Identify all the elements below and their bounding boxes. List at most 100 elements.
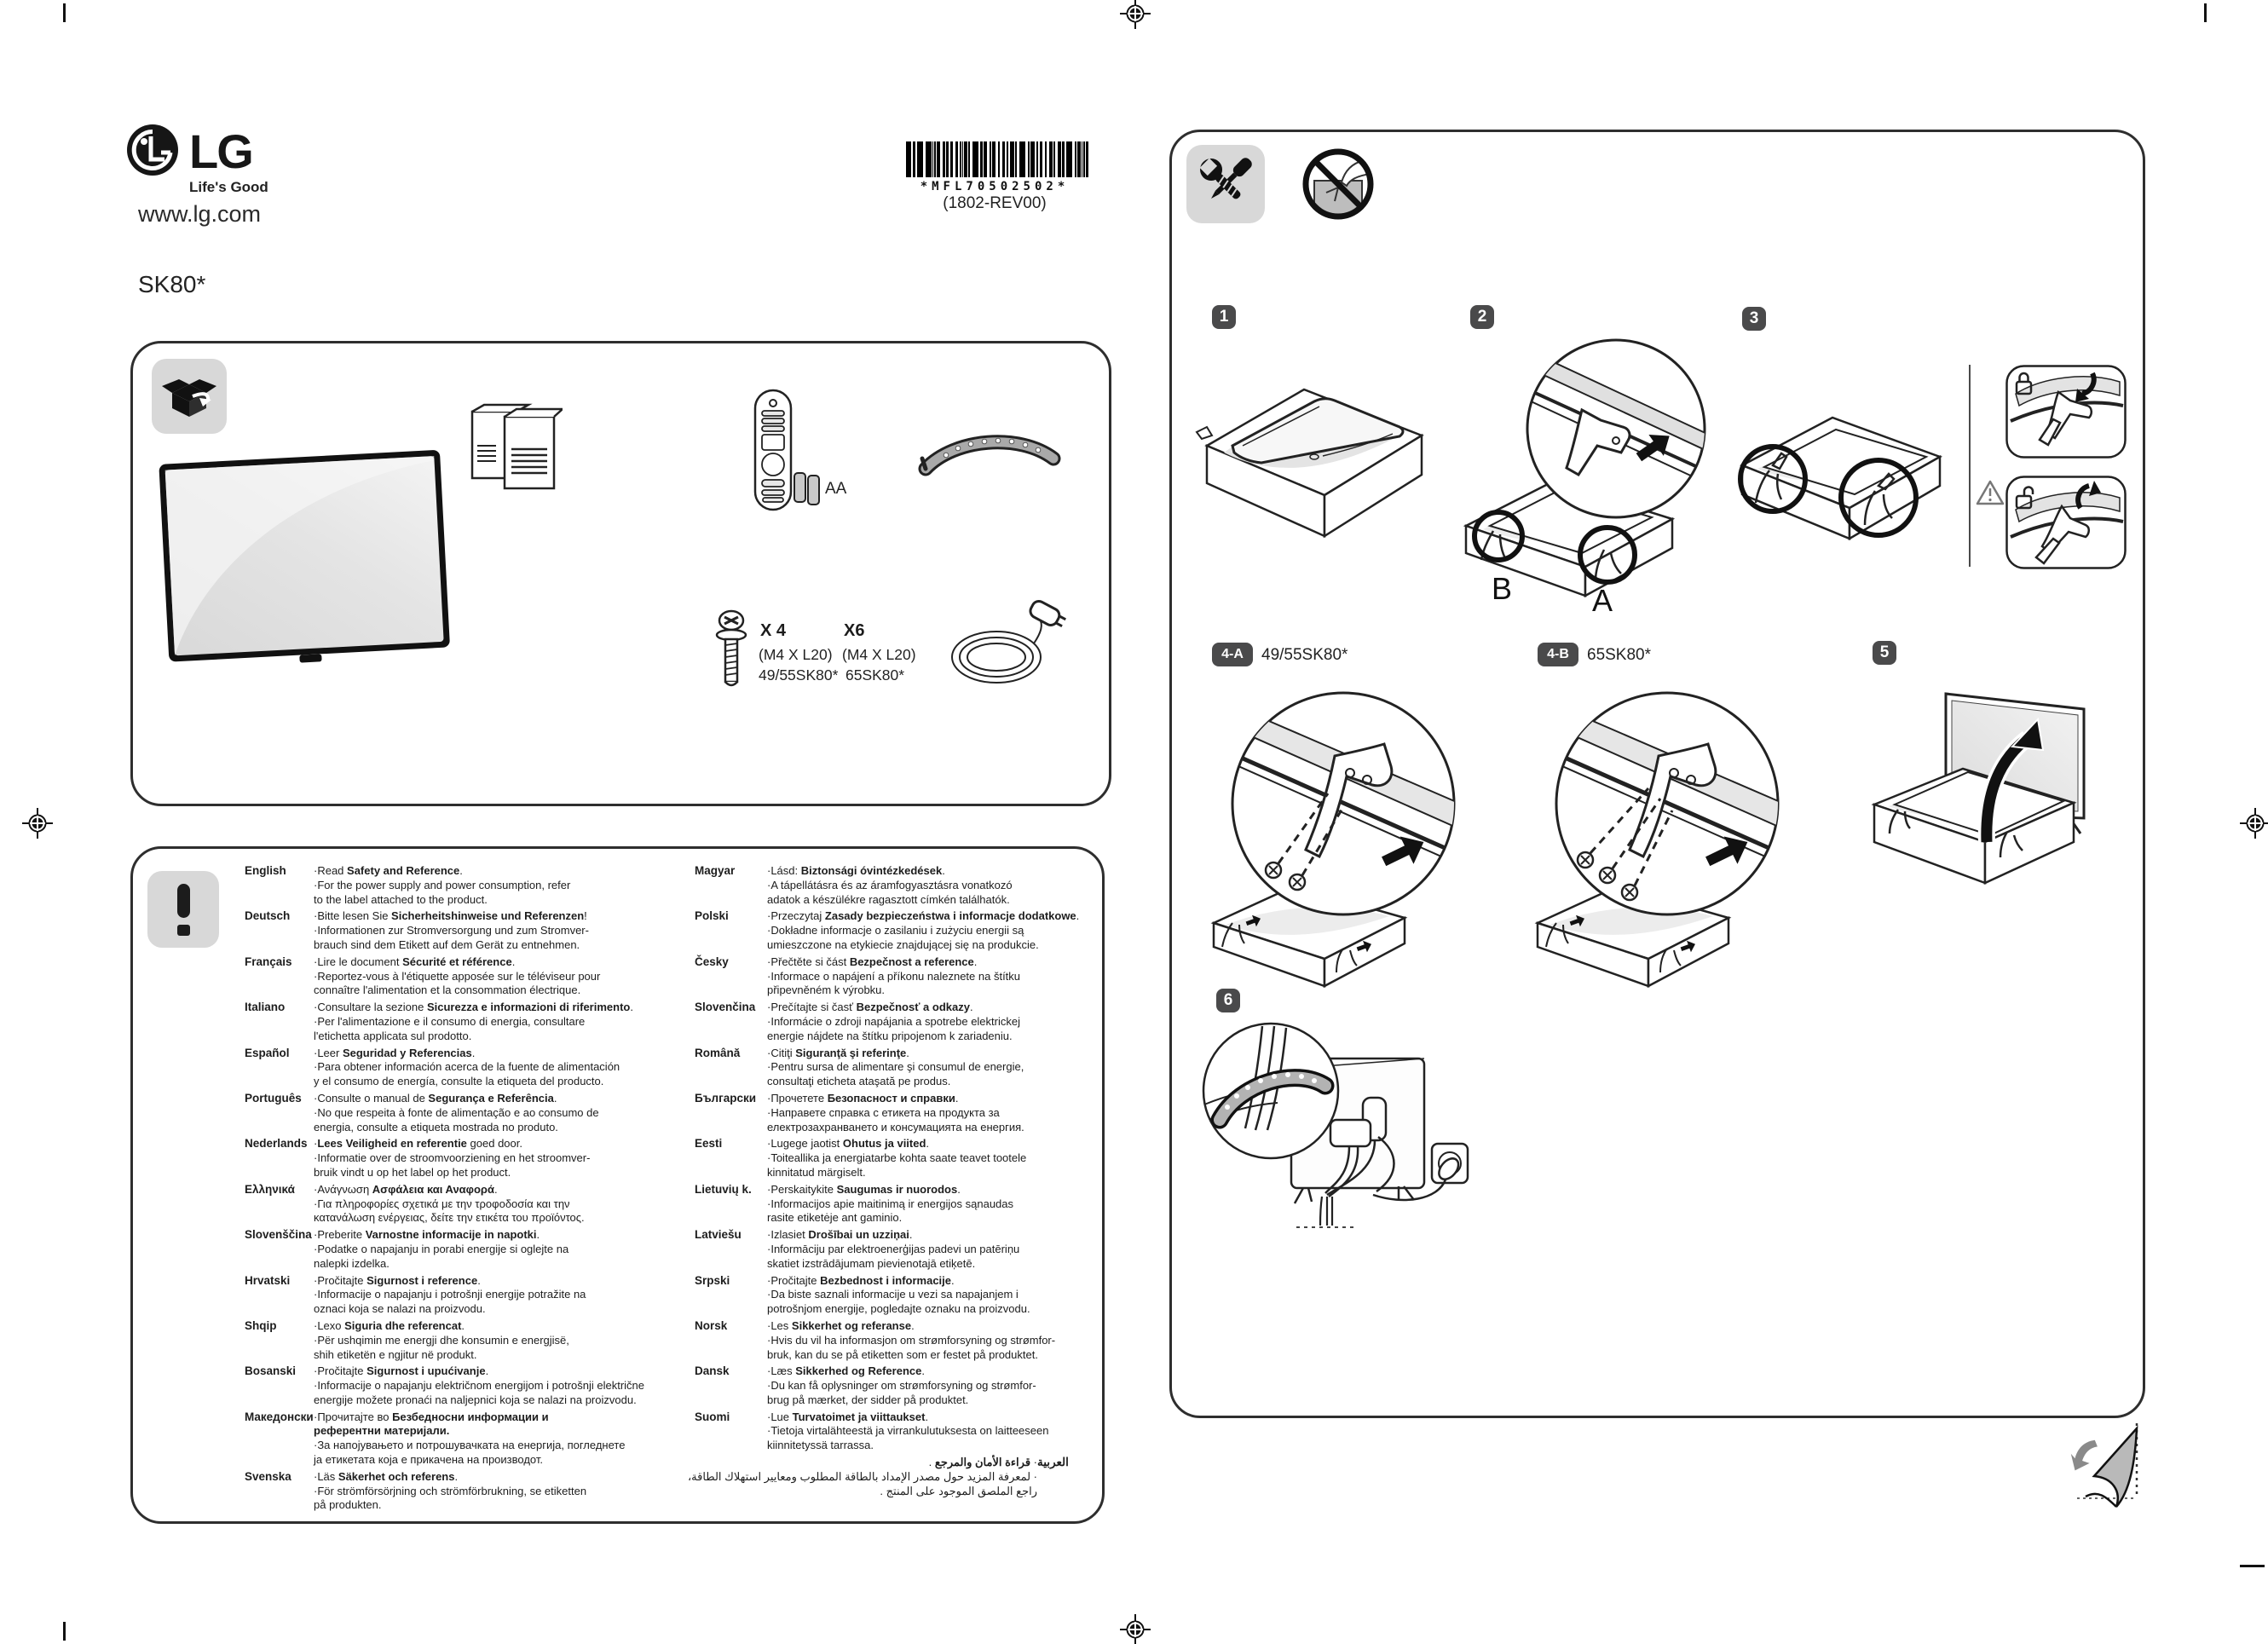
barcode-code: *MFL70502502* bbox=[920, 180, 1070, 193]
do-not-press-screen-icon bbox=[1302, 148, 1374, 220]
language-name: Български bbox=[695, 1091, 757, 1105]
step-1-illustration bbox=[1195, 388, 1424, 539]
language-notice-text: ·Citiţi Siguranţă şi referinţe.·Pentru s… bbox=[767, 1046, 1024, 1088]
language-notice-text: ·Прочетете Безопасност и справки.·Направ… bbox=[767, 1091, 1024, 1133]
step-6-badge: 6 bbox=[1216, 989, 1240, 1012]
language-name: Dansk bbox=[695, 1364, 730, 1378]
language-notice-text: ·Preberite Varnostne informacije in napo… bbox=[314, 1228, 569, 1270]
language-notice-text: ·Læs Sikkerhed og Reference.·Du kan få o… bbox=[767, 1364, 1036, 1406]
language-row: Eesti·Lugege jaotist Ohutus ja viited.·T… bbox=[695, 1137, 1097, 1180]
battery-size-label: AA bbox=[825, 480, 847, 498]
remote-icon bbox=[753, 389, 820, 511]
registration-mark-icon bbox=[22, 808, 53, 839]
warning-triangle-icon bbox=[1976, 480, 2005, 505]
language-name: العربية bbox=[1037, 1456, 1069, 1469]
language-name: Română bbox=[695, 1046, 741, 1059]
language-row: Română ·Citiţi Siguranţă şi referinţe.·Pe… bbox=[695, 1047, 1097, 1089]
language-notice-text: ·Prečítajte si časť Bezpečnosť a odkazy.… bbox=[767, 1001, 1020, 1042]
lg-face-logo-icon bbox=[127, 124, 178, 176]
barcode-revision: (1802-REV00) bbox=[943, 194, 1047, 212]
step-4a-badge: 4-A bbox=[1212, 643, 1253, 666]
step-5-illustration bbox=[1871, 692, 2086, 885]
lock-closed-icon bbox=[2015, 372, 2033, 395]
step-4b-model: 65SK80* bbox=[1587, 646, 1652, 664]
power-cord-icon bbox=[951, 599, 1066, 684]
trim-mark bbox=[63, 1622, 66, 1641]
brand-wordmark: LG bbox=[189, 124, 254, 178]
screw-spec-b: (M4 X L20) bbox=[842, 646, 916, 663]
language-row: Български ·Прочетете Безопасност и справк… bbox=[695, 1092, 1097, 1134]
brand-block: LG Life's Good bbox=[126, 124, 268, 196]
step-3-badge: 3 bbox=[1742, 307, 1766, 331]
step-2-illustration: B A bbox=[1463, 338, 1706, 614]
screw-glyph bbox=[1576, 851, 1639, 902]
language-name: Svenska bbox=[245, 1469, 291, 1483]
language-name: Slovenščina bbox=[245, 1228, 312, 1242]
model-name: SK80* bbox=[138, 271, 206, 297]
page-turn-icon bbox=[2070, 1423, 2138, 1508]
language-notice-text: ·Lásd: Biztonsági óvintézkedések.·A tápe… bbox=[767, 864, 1013, 906]
cable-holder-icon bbox=[918, 435, 1061, 476]
language-row: Hrvatski·Pročitajte Sigurnost i referenc… bbox=[245, 1274, 692, 1317]
language-row: Norsk·Les Sikkerhet og referanse.·Hvis d… bbox=[695, 1319, 1097, 1362]
stand-label-b: B bbox=[1492, 571, 1512, 606]
language-row: Ελληνικά·Ανάγνωση Ασφάλεια και Αναφορά.·… bbox=[245, 1183, 692, 1226]
language-row: Latviešu·Izlasiet Drošībai un uzziņai.·I… bbox=[695, 1228, 1097, 1271]
language-row: Slovenščina·Preberite Varnostne informac… bbox=[245, 1228, 692, 1271]
language-notice-text: ·Прочитајте во Безбедносни информации и … bbox=[314, 1410, 626, 1467]
website-url: www.lg.com bbox=[138, 201, 262, 227]
language-row: Svenska·Läs Säkerhet och referens.·För s… bbox=[245, 1470, 692, 1513]
language-row: Suomi ·Lue Turvatoimet ja viittaukset.·Ti… bbox=[695, 1410, 1097, 1453]
barcode bbox=[906, 141, 1088, 177]
language-name: Polski bbox=[695, 909, 729, 923]
language-notice-text: ·Pročitajte Sigurnost i reference.·Infor… bbox=[314, 1273, 586, 1316]
step-6-illustration bbox=[1202, 1022, 1469, 1228]
language-table-left: English ·Read Safety and Reference.·For t… bbox=[245, 864, 692, 1515]
language-notice-text: ·Przeczytaj Zasady bezpieczeństwa i info… bbox=[767, 909, 1080, 951]
step-1-badge: 1 bbox=[1212, 305, 1236, 329]
language-row: Português·Consulte o manual de Segurança… bbox=[245, 1092, 692, 1134]
screw-models-b: 65SK80* bbox=[845, 666, 905, 684]
language-name: Shqip bbox=[245, 1318, 277, 1332]
trim-mark bbox=[2204, 3, 2207, 22]
language-name: Česky bbox=[695, 955, 729, 968]
stand-label-a: A bbox=[1592, 583, 1613, 614]
language-name: Français bbox=[245, 955, 292, 968]
language-name: Suomi bbox=[695, 1410, 730, 1423]
language-notice-text: ·Pročitajte Sigurnost i upućivanje.·Info… bbox=[314, 1364, 645, 1406]
exclamation-icon bbox=[147, 871, 219, 948]
step-4b-badge: 4-B bbox=[1538, 643, 1578, 666]
trim-mark bbox=[2240, 1565, 2265, 1567]
step-3-divider bbox=[1969, 365, 1971, 567]
language-row: English ·Read Safety and Reference.·For t… bbox=[245, 864, 692, 907]
registration-mark-icon bbox=[2240, 808, 2268, 839]
language-name: Lietuvių k. bbox=[695, 1182, 752, 1196]
language-row: Italiano·Consultare la sezione Sicurezza… bbox=[245, 1001, 692, 1043]
screw-icon bbox=[715, 609, 747, 687]
language-row: Magyar ·Lásd: Biztonsági óvintézkedések.·… bbox=[695, 864, 1097, 907]
language-name: Magyar bbox=[695, 864, 736, 877]
language-row: Polski ·Przeczytaj Zasady bezpieczeństwa … bbox=[695, 909, 1097, 952]
language-notice-text: ·Les Sikkerhet og referanse.·Hvis du vil… bbox=[767, 1318, 1056, 1361]
brand-tagline: Life's Good bbox=[189, 179, 268, 195]
language-row: Lietuvių k.·Perskaitykite Saugumas ir nu… bbox=[695, 1183, 1097, 1226]
language-row: Français·Lire le document Sécurité et ré… bbox=[245, 955, 692, 998]
trim-mark bbox=[63, 3, 66, 22]
registration-mark-icon bbox=[1120, 0, 1151, 29]
language-notice-text: ·Read Safety and Reference.·For the powe… bbox=[314, 864, 571, 906]
step-2-badge: 2 bbox=[1470, 305, 1494, 329]
language-row: Македонски·Прочитајте во Безбедносни инф… bbox=[245, 1410, 692, 1468]
step-4b-illustration bbox=[1534, 691, 1780, 989]
screw-qty-a: X 4 bbox=[760, 621, 787, 640]
screw-glyph bbox=[1264, 861, 1307, 891]
language-notice-text: ·Ανάγνωση Ασφάλεια και Αναφορά.·Για πληρ… bbox=[314, 1182, 585, 1225]
language-notice-text: ·Consulte o manual de Segurança e Referê… bbox=[314, 1091, 599, 1133]
accessories-panel: AA X 4 (M4 X L20) 49/55SK80* X6 bbox=[130, 341, 1111, 806]
language-row: Shqip·Lexo Siguria dhe referencat.·Për u… bbox=[245, 1319, 692, 1362]
language-row: Deutsch·Bitte lesen Sie Sicherheitshinwe… bbox=[245, 909, 692, 952]
lock-open-icon bbox=[2015, 486, 2034, 510]
language-panel bbox=[130, 846, 1105, 1524]
language-notice-text: ·Lue Turvatoimet ja viittaukset.·Tietoja… bbox=[767, 1410, 1049, 1452]
language-name: English bbox=[245, 864, 286, 877]
